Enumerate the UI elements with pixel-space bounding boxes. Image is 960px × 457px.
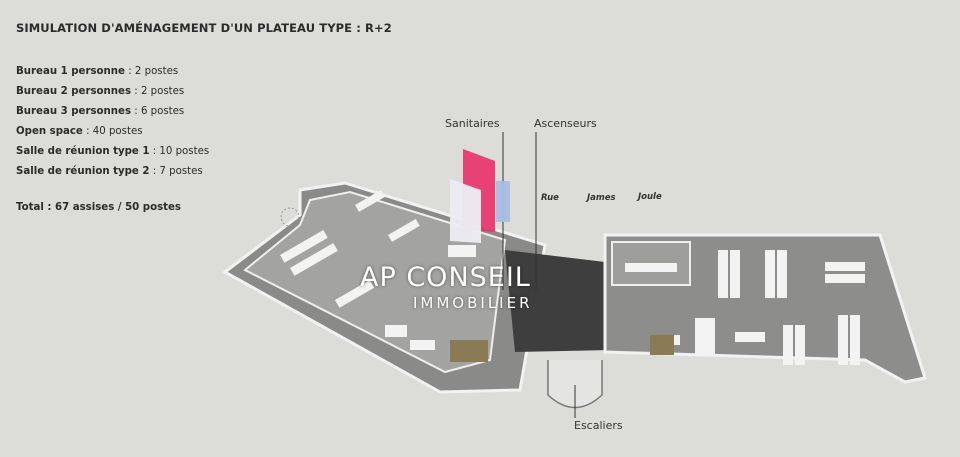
- workstation-list: Bureau 1 personne : 2 postes Bureau 2 pe…: [16, 62, 209, 182]
- stair-icon: [280, 207, 300, 227]
- list-item: Bureau 3 personnes : 6 postes: [16, 106, 185, 117]
- label-sanitaires: Sanitaires: [445, 117, 500, 130]
- meeting-table: [450, 340, 488, 362]
- list-item: Salle de réunion type 2 : 7 postes: [16, 166, 203, 177]
- logo-white-panel: [450, 179, 481, 243]
- list-item: Bureau 1 personne : 2 postes: [16, 66, 179, 77]
- street-word: Joule: [638, 192, 662, 202]
- meeting-table: [650, 335, 674, 355]
- total-summary: Total : 67 assises / 50 postes: [16, 202, 181, 213]
- list-item: Open space : 40 postes: [16, 126, 143, 137]
- watermark-logo-name: AP CONSEIL: [360, 262, 531, 293]
- page-title: SIMULATION D'AMÉNAGEMENT D'UN PLATEAU TY…: [16, 21, 392, 35]
- meeting-table: [625, 263, 677, 272]
- logo-blue-panel: [496, 181, 510, 222]
- list-item: Bureau 2 personnes : 2 postes: [16, 86, 185, 97]
- desks: [280, 190, 476, 350]
- street-word: James: [587, 193, 616, 203]
- watermark-logo-sub: IMMOBILIER: [413, 294, 533, 312]
- label-ascenseurs: Ascenseurs: [534, 117, 597, 130]
- street-word: Rue: [541, 193, 559, 203]
- list-item: Salle de réunion type 1 : 10 postes: [16, 146, 210, 157]
- central-corridor: [505, 250, 612, 352]
- label-escaliers: Escaliers: [574, 419, 623, 432]
